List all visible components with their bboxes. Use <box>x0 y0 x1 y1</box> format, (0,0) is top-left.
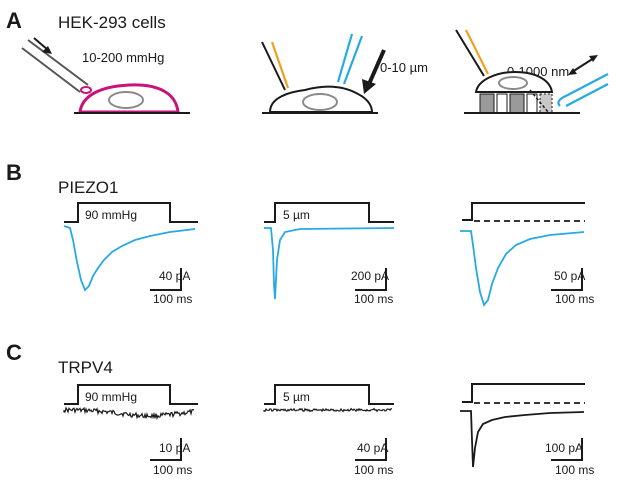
step-label: 5 µm <box>283 208 310 222</box>
scale-bar-x-label: 100 ms <box>354 463 393 477</box>
current-trace <box>63 406 195 421</box>
stimulus-step <box>264 384 394 405</box>
current-trace <box>263 407 393 413</box>
panel-letter-c: C <box>6 340 22 365</box>
step-label: 5 µm <box>283 390 310 404</box>
panel-a-title: HEK-293 cells <box>58 13 166 32</box>
stimulus-step <box>64 384 198 405</box>
stimulus-step <box>462 383 585 403</box>
cell-icon <box>78 83 180 114</box>
panel-c: C TRPV4 90 mmHg 10 pA 100 ms 5 µm 40 pA … <box>6 340 594 477</box>
scale-bar: 40 pA 100 ms <box>150 268 192 306</box>
scale-bar-y-label: 40 pA <box>159 269 190 283</box>
setup-substrate-deflection: 0-1000 nm <box>455 29 609 114</box>
scale-bar-y-label: 10 pA <box>159 441 190 455</box>
scale-bar: 50 pA 100 ms <box>551 268 594 306</box>
scale-bar-x-label: 100 ms <box>555 292 594 306</box>
pipette-arrow-icon <box>21 37 92 94</box>
scale-bar-x-label: 100 ms <box>153 463 192 477</box>
panel-b-title: PIEZO1 <box>58 178 118 197</box>
substrate-deflection-icon <box>557 55 609 107</box>
scale-bar-y-label: 50 pA <box>554 269 585 283</box>
panel-c-title: TRPV4 <box>58 358 113 377</box>
piezo1-indentation-column: 5 µm 200 pA 100 ms <box>264 202 395 306</box>
scale-bar-x-label: 100 ms <box>354 292 393 306</box>
step-label: 90 mmHg <box>85 390 137 404</box>
scale-bar-x-label: 100 ms <box>153 292 192 306</box>
scale-bar: 10 pA 100 ms <box>150 438 192 477</box>
stimulus-step <box>264 202 394 223</box>
cell-icon <box>268 85 374 113</box>
stimulus-label-indentation: 0-10 µm <box>380 60 428 75</box>
scale-bar-y-label: 200 pA <box>351 269 389 283</box>
piezo1-deflection-column: 50 pA 100 ms <box>460 202 594 307</box>
step-label: 90 mmHg <box>85 208 137 222</box>
piezo1-pressure-column: 90 mmHg 40 pA 100 ms <box>63 202 198 306</box>
pillar-array <box>479 89 553 114</box>
scale-bar-x-label: 100 ms <box>555 463 594 477</box>
panel-letter-b: B <box>6 160 22 185</box>
pipette-icon <box>455 29 489 77</box>
scale-bar-y-label: 100 pA <box>545 441 583 455</box>
trpv4-deflection-column: 100 pA 100 ms <box>460 383 594 477</box>
scale-bar: 200 pA 100 ms <box>351 268 393 306</box>
setup-indentation: 0-10 µm <box>261 33 428 114</box>
pipette-icon <box>261 41 290 91</box>
panel-letter-a: A <box>6 8 22 33</box>
stimulus-label-pressure: 10-200 mmHg <box>82 50 164 65</box>
stimulus-step <box>462 202 585 221</box>
probe-arrow-icon <box>336 33 386 94</box>
panel-a: A HEK-293 cells 10-200 mmHg <box>6 8 609 114</box>
scale-bar: 100 pA 100 ms <box>545 438 594 477</box>
stimulus-step <box>64 202 198 223</box>
panel-b: B PIEZO1 90 mmHg 40 pA 100 ms 5 µm 200 p… <box>6 160 594 307</box>
scale-bar-y-label: 40 pA <box>357 441 388 455</box>
trpv4-indentation-column: 5 µm 40 pA 100 ms <box>263 384 394 477</box>
current-trace <box>264 227 395 300</box>
cell-icon <box>474 70 554 93</box>
current-trace <box>63 225 196 292</box>
setup-pressure-clamp: 10-200 mmHg <box>21 37 190 114</box>
current-trace <box>460 410 585 468</box>
trpv4-pressure-column: 90 mmHg 10 pA 100 ms <box>63 384 198 477</box>
scale-bar: 40 pA 100 ms <box>354 438 393 477</box>
current-trace <box>460 230 585 307</box>
